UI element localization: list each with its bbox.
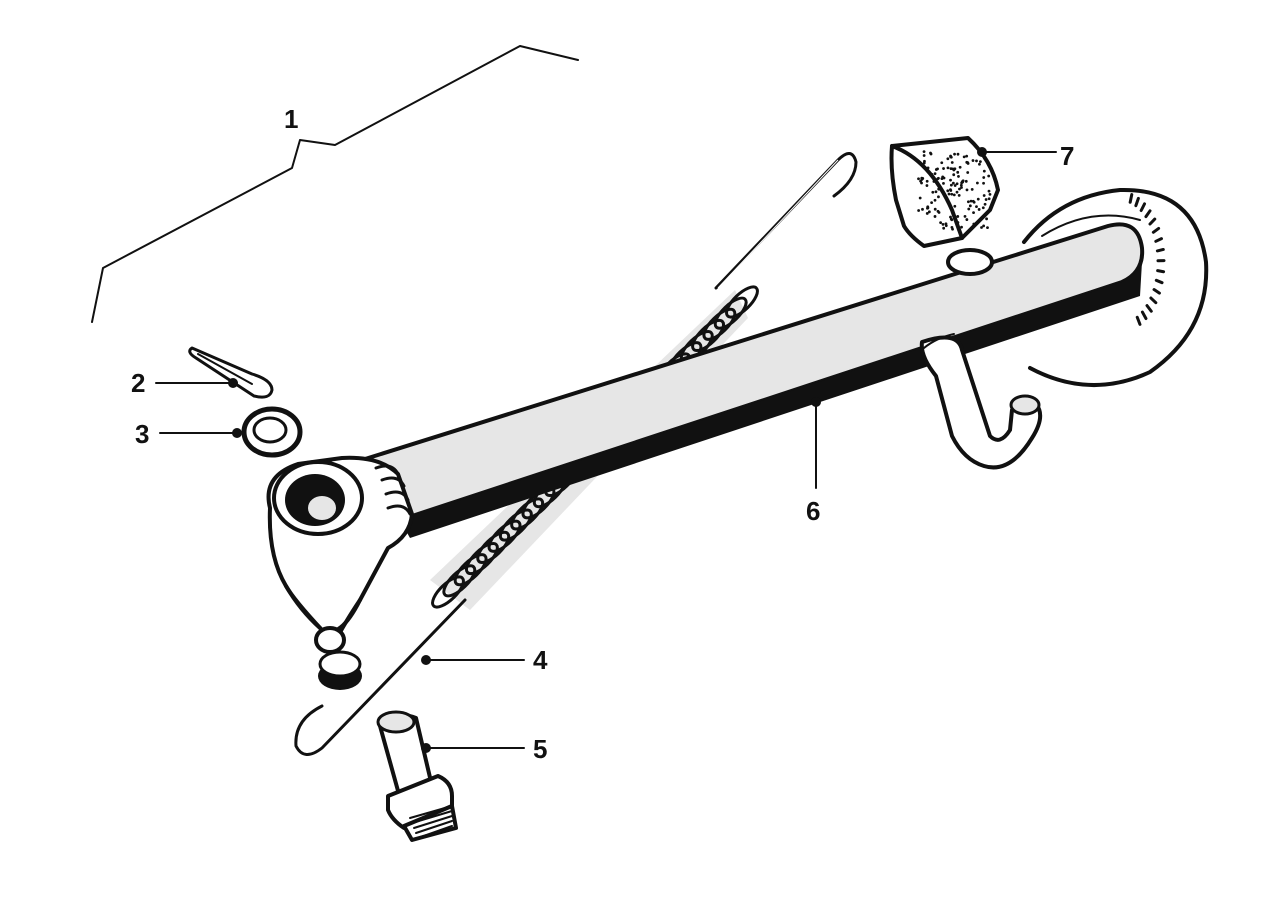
callout-7: 7 xyxy=(1060,141,1074,171)
callout-numbers: 1 2 3 4 5 6 7 xyxy=(131,104,1074,764)
callout-4: 4 xyxy=(533,645,548,675)
split-pin xyxy=(188,346,274,399)
assembly-bracket xyxy=(91,45,579,323)
callout-3: 3 xyxy=(135,419,149,449)
callout-leaders xyxy=(155,147,1057,753)
washer xyxy=(241,406,303,458)
rubber-pad xyxy=(889,136,1000,248)
pivot-bolt xyxy=(376,710,458,842)
callout-2: 2 xyxy=(131,368,145,398)
callout-1: 1 xyxy=(284,104,298,134)
side-stand-leg xyxy=(266,187,1209,690)
callout-5: 5 xyxy=(533,734,547,764)
callout-6: 6 xyxy=(806,496,820,526)
